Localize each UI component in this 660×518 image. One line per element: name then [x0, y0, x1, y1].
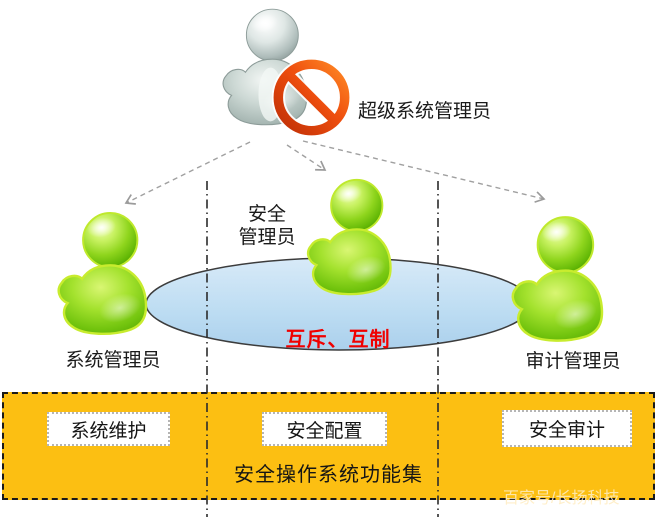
prohibition-icon no-entry-icon [272, 58, 351, 137]
function-set-panel: 系统维护 安全配置 安全审计 安全操作系统功能集 百家号/长扬科技 [2, 392, 655, 507]
mutual-exclusion-label: 互斥、互制 [285, 329, 391, 351]
function-box-label: 安全审计 [528, 420, 605, 441]
security-admin-label-line1: 安全 [247, 204, 286, 225]
security-admin-label: 安全 管理员 [228, 203, 306, 249]
arrow-to-system-admin [124, 141, 251, 205]
function-set-title: 安全操作系统功能集 [234, 464, 423, 486]
watermark: 百家号/长扬科技 [503, 490, 620, 507]
security-admin-label-line2: 管理员 [238, 227, 296, 248]
function-box-label: 安全配置 [286, 420, 363, 442]
super-admin-avatar person-silver-icon [222, 8, 308, 126]
arrow-to-audit-admin [302, 140, 546, 203]
audit-admin-label: 审计管理员 [525, 351, 621, 372]
delegation-arrows [124, 140, 546, 205]
audit-admin-avatar person-green-icon [511, 216, 604, 342]
security-admin-avatar person-green-icon [306, 178, 392, 296]
system-admin-avatar person-green-icon [57, 211, 148, 335]
function-box-label: 系统维护 [70, 420, 147, 442]
super-admin-label: 超级系统管理员 [358, 101, 492, 122]
function-box-system-maintenance: 系统维护 [47, 412, 170, 446]
arrow-to-security-admin [286, 144, 327, 171]
function-box-security-audit: 安全审计 [502, 410, 632, 447]
system-admin-label: 系统管理员 [65, 350, 161, 371]
function-box-security-config: 安全配置 [262, 412, 387, 446]
